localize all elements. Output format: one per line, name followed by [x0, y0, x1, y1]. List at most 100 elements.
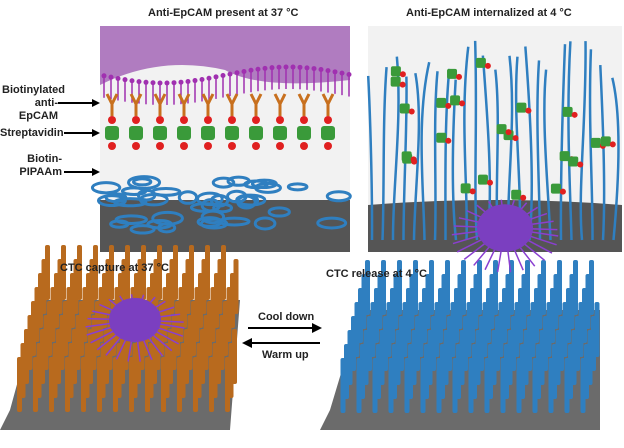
biotin [204, 142, 212, 150]
lipid-head [164, 80, 170, 86]
pillar [564, 358, 570, 413]
lipid-head [304, 65, 310, 71]
streptavidin [475, 57, 486, 68]
arrows [242, 323, 322, 348]
biotin [300, 142, 308, 150]
label-arrows [58, 99, 100, 176]
pillar [193, 357, 198, 412]
lipid-head [206, 75, 212, 81]
antibody [321, 93, 335, 116]
biotin [180, 142, 188, 150]
biotin [300, 116, 308, 124]
warm-up-label: Warm up [262, 349, 309, 361]
polymer-chain [588, 49, 594, 241]
lipid-head [171, 80, 177, 86]
lipid-head [150, 80, 156, 86]
lipid-head [255, 66, 261, 72]
label-biotin-pipaam: Biotin-PIPAAm [2, 153, 62, 179]
pillar [97, 357, 102, 412]
polymer-coil [325, 190, 352, 203]
pillar [65, 357, 70, 412]
lipid-head [346, 72, 352, 78]
biotin [408, 108, 415, 115]
streptavidin [436, 97, 447, 108]
lipid-head [136, 79, 142, 85]
streptavidin [496, 124, 507, 135]
pillar [516, 358, 522, 413]
biotin [609, 141, 616, 148]
biotin [484, 62, 491, 69]
polymer-chain [611, 77, 620, 241]
lipid-head [234, 70, 240, 76]
antibody [273, 93, 287, 116]
polymer-chain [536, 60, 542, 241]
biotin [108, 116, 116, 124]
biotin [228, 116, 236, 124]
pillar [113, 357, 118, 412]
biotin [505, 129, 512, 136]
pillar [49, 357, 54, 412]
polymer-coil [236, 194, 257, 210]
biotin [156, 116, 164, 124]
lipid-head [339, 70, 345, 76]
polymer-chain [599, 65, 606, 241]
pillar [388, 358, 394, 413]
polymer-coil [129, 224, 156, 235]
lipid-head [276, 64, 282, 70]
biotin [456, 73, 463, 80]
pillar [33, 357, 38, 412]
biotin [459, 100, 466, 107]
pillar [177, 357, 182, 412]
panel-anti-epcam-present [90, 26, 352, 252]
streptavidin [390, 66, 401, 77]
antibody [201, 93, 215, 116]
lipid-head [332, 69, 338, 75]
circulating-tumor-cell [477, 204, 533, 252]
lipid-head [122, 77, 128, 83]
biotin [469, 188, 476, 195]
label-line: PIPAAm [19, 166, 62, 178]
polymer-chain [451, 79, 458, 241]
polymer-chain [463, 46, 470, 241]
lipid-head [290, 64, 296, 70]
pillar [420, 358, 426, 413]
circulating-tumor-cell [109, 297, 161, 343]
pillar [468, 358, 474, 413]
biotin [276, 142, 284, 150]
streptavidin [477, 174, 488, 185]
antibody [225, 93, 239, 116]
lipid-head [129, 78, 135, 84]
antibody [297, 93, 311, 116]
polymer-coil [109, 219, 130, 229]
streptavidin [516, 102, 527, 113]
title-anti-epcam-internalized: Anti-EpCAM internalized at 4 °C [406, 7, 572, 19]
pillar [340, 358, 346, 413]
lipid-head [220, 73, 226, 79]
streptavidin [562, 106, 573, 117]
biotin [445, 102, 452, 109]
pillar [225, 357, 230, 412]
polymer-chain [433, 71, 439, 241]
streptavidin [321, 126, 335, 140]
streptavidin [225, 126, 239, 140]
polymer-coil [316, 216, 348, 230]
lipid-head [283, 64, 289, 70]
lipid-head [297, 64, 303, 70]
lipid-head [248, 67, 254, 73]
lipid-head [157, 80, 163, 86]
pillar [356, 358, 362, 413]
biotin [156, 142, 164, 150]
pillar [81, 357, 86, 412]
streptavidin [450, 95, 461, 106]
streptavidin [600, 136, 611, 147]
biotin [512, 135, 519, 142]
title-anti-epcam-present: Anti-EpCAM present at 37 °C [148, 7, 299, 19]
streptavidin [177, 126, 191, 140]
biotin [132, 116, 140, 124]
streptavidin [447, 68, 458, 79]
biotin [410, 156, 417, 163]
polymer-chain [381, 67, 388, 241]
streptavidin [460, 183, 471, 194]
pillar [161, 357, 166, 412]
pillar [500, 358, 506, 413]
